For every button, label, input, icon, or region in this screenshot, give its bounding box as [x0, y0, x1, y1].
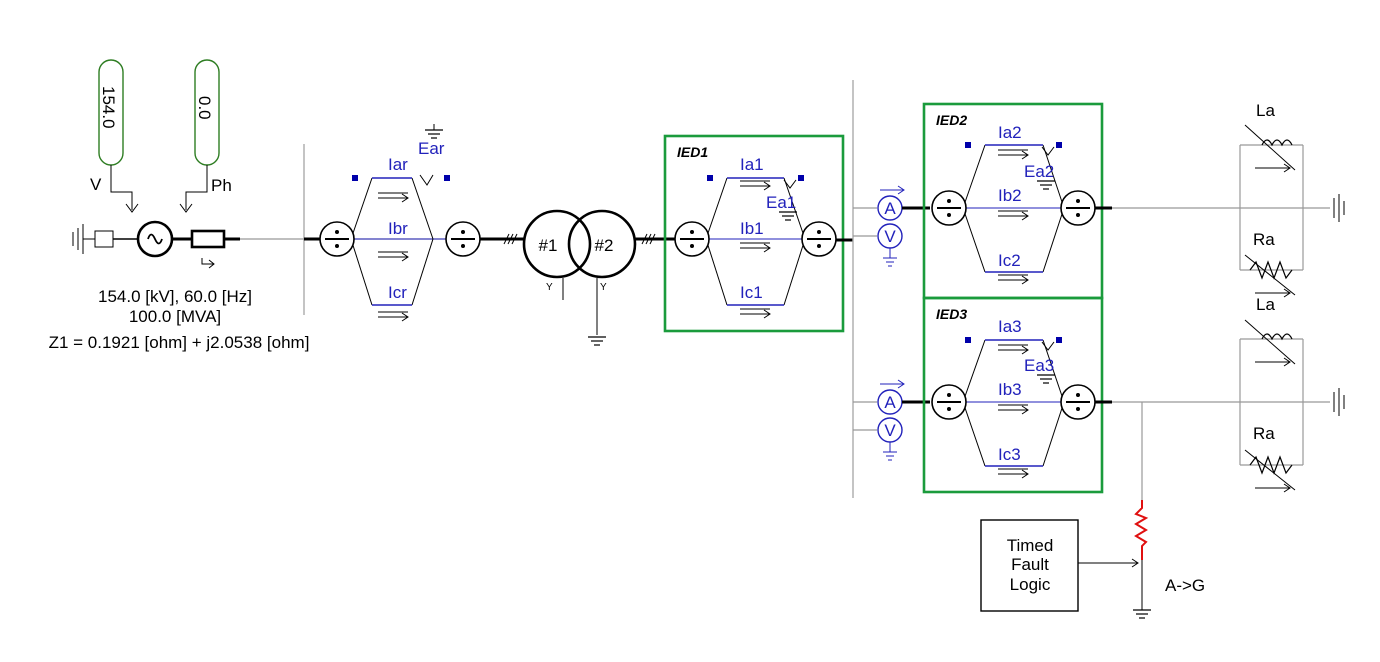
ied2-current-a: Ia2 — [998, 123, 1022, 142]
timed-fault-logic-box[interactable]: Timed Fault Logic — [980, 519, 1079, 612]
load-bottom-r-label: Ra — [1253, 424, 1275, 443]
ied2-current-c: Ic2 — [998, 251, 1021, 270]
ied1-current-c: Ic1 — [740, 283, 763, 302]
meter-current-a-source: Iar — [388, 155, 408, 174]
transformer-winding-2: #2 — [595, 236, 614, 255]
source-rating-line1: 154.0 [kV], 60.0 [Hz] — [98, 287, 252, 306]
ied3-voltage: Ea3 — [1024, 356, 1054, 375]
load-top-inductor[interactable]: La — [1244, 101, 1296, 173]
meter-current-b-source: Ibr — [388, 219, 408, 238]
phase-input-slider[interactable]: 0.0 — [194, 59, 220, 166]
fault-section: Timed Fault Logic A->G — [980, 402, 1205, 619]
voltage-input-value: 154.0 — [99, 86, 118, 129]
phase-input-label: Ph — [211, 176, 232, 195]
voltmeter-top-label: V — [884, 227, 896, 246]
ied2-voltage: Ea2 — [1024, 162, 1054, 181]
load-bottom-resistor[interactable]: Ra — [1244, 424, 1296, 493]
ied1-block: IED1 Ia1 Ib1 Ic1 Ea1 — [663, 134, 845, 333]
ied1-voltage: Ea1 — [766, 193, 796, 212]
ammeter-bottom-label: A — [884, 393, 896, 412]
fault-logic-line2: Fault — [1011, 555, 1049, 574]
ied3-current-c: Ic3 — [998, 445, 1021, 464]
instruments-top: A V — [853, 185, 930, 267]
ied3-current-a: Ia3 — [998, 317, 1022, 336]
ied1-box[interactable] — [663, 134, 845, 333]
instruments-bottom: A V — [853, 379, 930, 461]
ied2-current-b: Ib2 — [998, 186, 1022, 205]
fault-type-label: A->G — [1165, 576, 1205, 595]
transformer-w1-connection: Y — [546, 282, 553, 293]
source-impedance[interactable] — [190, 229, 240, 269]
ied1-title: IED1 — [677, 144, 708, 160]
voltage-input-label: V — [90, 175, 102, 194]
load-bottom: La Ra — [1239, 295, 1345, 493]
fault-symbol[interactable] — [1134, 500, 1149, 560]
phase-input-value: 0.0 — [195, 96, 214, 120]
source-section: 154.0 V 0.0 Ph — [49, 59, 310, 352]
voltage-input-slider[interactable]: 154.0 — [98, 59, 124, 166]
ied1-current-b: Ib1 — [740, 219, 764, 238]
source-rating-line2: 100.0 [MVA] — [129, 307, 221, 326]
ied2-block: IED2 Ia2 Ib2 Ic2 Ea2 — [922, 102, 1104, 300]
load-bottom-l-label: La — [1256, 295, 1275, 314]
fault-logic-line1: Timed — [1007, 536, 1054, 555]
ied1-current-a: Ia1 — [740, 155, 764, 174]
ammeter-top-label: A — [884, 199, 896, 218]
load-top: La Ra — [1239, 101, 1345, 298]
ied3-title: IED3 — [936, 306, 967, 322]
ied3-box[interactable] — [922, 296, 1104, 494]
voltmeter-bottom-label: V — [884, 421, 896, 440]
load-top-resistor[interactable]: Ra — [1244, 230, 1296, 298]
source-ground-symbol — [72, 224, 138, 254]
load-top-l-label: La — [1256, 101, 1275, 120]
ac-voltage-source[interactable] — [136, 220, 174, 258]
meter-voltage-source: Ear — [418, 139, 445, 158]
source-impedance-text: Z1 = 0.1921 [ohm] + j2.0538 [ohm] — [49, 333, 310, 352]
fault-logic-line3: Logic — [1010, 575, 1051, 594]
ied3-block: IED3 Ia3 Ib3 Ic3 Ea3 — [922, 296, 1104, 494]
transformer[interactable]: #1 #2 Y Y — [522, 209, 637, 346]
transformer-winding-1: #1 — [539, 236, 558, 255]
ied2-title: IED2 — [936, 112, 967, 128]
load-top-r-label: Ra — [1253, 230, 1275, 249]
transformer-w2-connection: Y — [600, 282, 607, 293]
ied3-current-b: Ib3 — [998, 380, 1022, 399]
meter-current-c-source: Icr — [388, 283, 407, 302]
source-meter-block: Iar Ibr Icr Ear — [319, 124, 481, 322]
load-bottom-inductor[interactable]: La — [1244, 295, 1296, 367]
